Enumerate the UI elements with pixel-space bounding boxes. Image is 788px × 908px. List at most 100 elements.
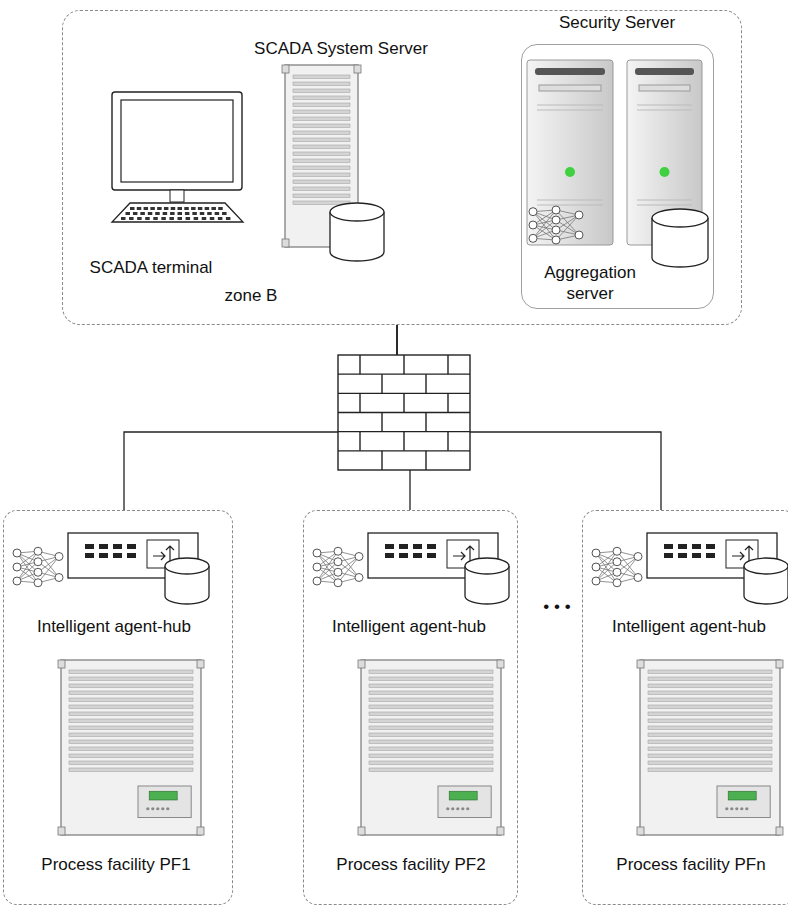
illustration-part — [293, 117, 350, 121]
illustration-part — [369, 705, 493, 709]
illustration-part — [293, 82, 350, 86]
illustration-part — [163, 212, 168, 215]
illustration-part — [127, 553, 136, 558]
illustration-part — [706, 544, 715, 549]
security-server-box: Security ServerAggregation server — [521, 44, 714, 309]
server-node: SCADA System Server — [266, 35, 416, 275]
illustration-part — [369, 733, 493, 737]
illustration-part — [369, 677, 493, 681]
illustration-part — [113, 544, 122, 549]
illustration-part — [692, 553, 701, 558]
illustration-part — [403, 432, 404, 451]
illustration-part — [413, 553, 422, 558]
illustration-part — [385, 544, 394, 549]
illustration-part — [34, 547, 42, 555]
illustration-part — [634, 553, 642, 561]
illustration-part — [13, 577, 21, 585]
illustration-part — [69, 761, 193, 765]
illustration-part — [69, 768, 193, 772]
illustration-part — [138, 786, 191, 818]
illustration-part — [334, 568, 342, 576]
illustration-part — [637, 200, 692, 201]
illustration-part — [575, 231, 583, 239]
rack-server-icon — [58, 660, 204, 835]
illustration-part — [200, 212, 205, 215]
illustration-part — [466, 807, 469, 810]
illustration-part — [85, 553, 94, 558]
illustration-part — [537, 105, 603, 106]
illustration-part — [403, 355, 404, 374]
illustration-part — [529, 221, 537, 229]
illustration-part — [637, 205, 692, 206]
illustration-part — [453, 546, 474, 562]
node-label: Process facility PFn — [616, 854, 765, 875]
illustration-part — [354, 65, 361, 73]
illustration-part — [192, 212, 197, 215]
illustration-part — [648, 670, 772, 674]
illustration-part — [169, 217, 174, 220]
illustration-part — [728, 791, 756, 800]
illustration-part — [648, 677, 772, 681]
illustration-part — [537, 110, 603, 111]
illustration-part — [369, 670, 493, 674]
disk-symbol — [652, 209, 708, 267]
illustration-part — [529, 208, 537, 216]
rack-server-icon — [637, 660, 783, 835]
neural-net-icon — [529, 206, 583, 244]
illustration-part — [156, 807, 159, 810]
terminal-node: SCADA terminal — [71, 86, 261, 286]
illustration-part — [69, 684, 193, 688]
node-label: Intelligent agent-hub — [37, 616, 191, 637]
illustration-part — [427, 544, 436, 549]
illustration-part — [69, 712, 193, 716]
illustration-part — [425, 374, 426, 393]
illustration-part — [355, 574, 363, 582]
illustration-part — [535, 68, 605, 75]
rack-server-icon — [358, 660, 504, 835]
ellipsis-label: • • • — [543, 596, 570, 617]
firewall-icon — [338, 355, 470, 470]
illustration-part — [776, 660, 783, 668]
illustration-part — [413, 544, 422, 549]
illustration-part — [447, 432, 448, 451]
illustration-part — [613, 579, 621, 587]
illustration-part — [34, 558, 42, 566]
illustration-part — [215, 212, 220, 215]
illustration-part — [369, 740, 493, 744]
illustration-part — [99, 553, 108, 558]
illustration-part — [69, 670, 193, 674]
illustration-part — [112, 92, 242, 190]
illustration-part — [552, 226, 560, 234]
illustration-part — [99, 544, 108, 549]
illustration-part — [358, 827, 365, 835]
illustration-part — [293, 96, 350, 100]
illustration-part — [153, 546, 174, 562]
illustration-part — [359, 355, 360, 374]
illustration-part — [293, 138, 350, 142]
illustration-part — [359, 432, 360, 451]
illustration-part — [69, 733, 193, 737]
illustration-part — [148, 212, 153, 215]
illustration-part — [456, 807, 459, 810]
illustration-part — [730, 807, 733, 810]
illustration-part — [293, 145, 350, 149]
illustration-part — [537, 205, 603, 206]
illustration-part — [334, 547, 342, 555]
facility-box: Intelligent agent-hubProcess facility PF… — [3, 510, 233, 905]
illustration-part — [399, 553, 408, 558]
illustration-part — [648, 740, 772, 744]
node-label: Intelligent agent-hub — [332, 616, 486, 637]
illustration-part — [592, 577, 600, 585]
illustration-part — [438, 786, 491, 818]
illustration-part — [652, 209, 708, 227]
illustration-part — [640, 660, 780, 835]
illustration-part — [334, 558, 342, 566]
illustration-part — [369, 691, 493, 695]
illustration-part — [69, 677, 193, 681]
illustration-part — [226, 217, 231, 220]
illustration-part — [678, 544, 687, 549]
illustration-part — [171, 207, 176, 210]
illustration-part — [191, 207, 196, 210]
illustration-part — [381, 413, 382, 432]
